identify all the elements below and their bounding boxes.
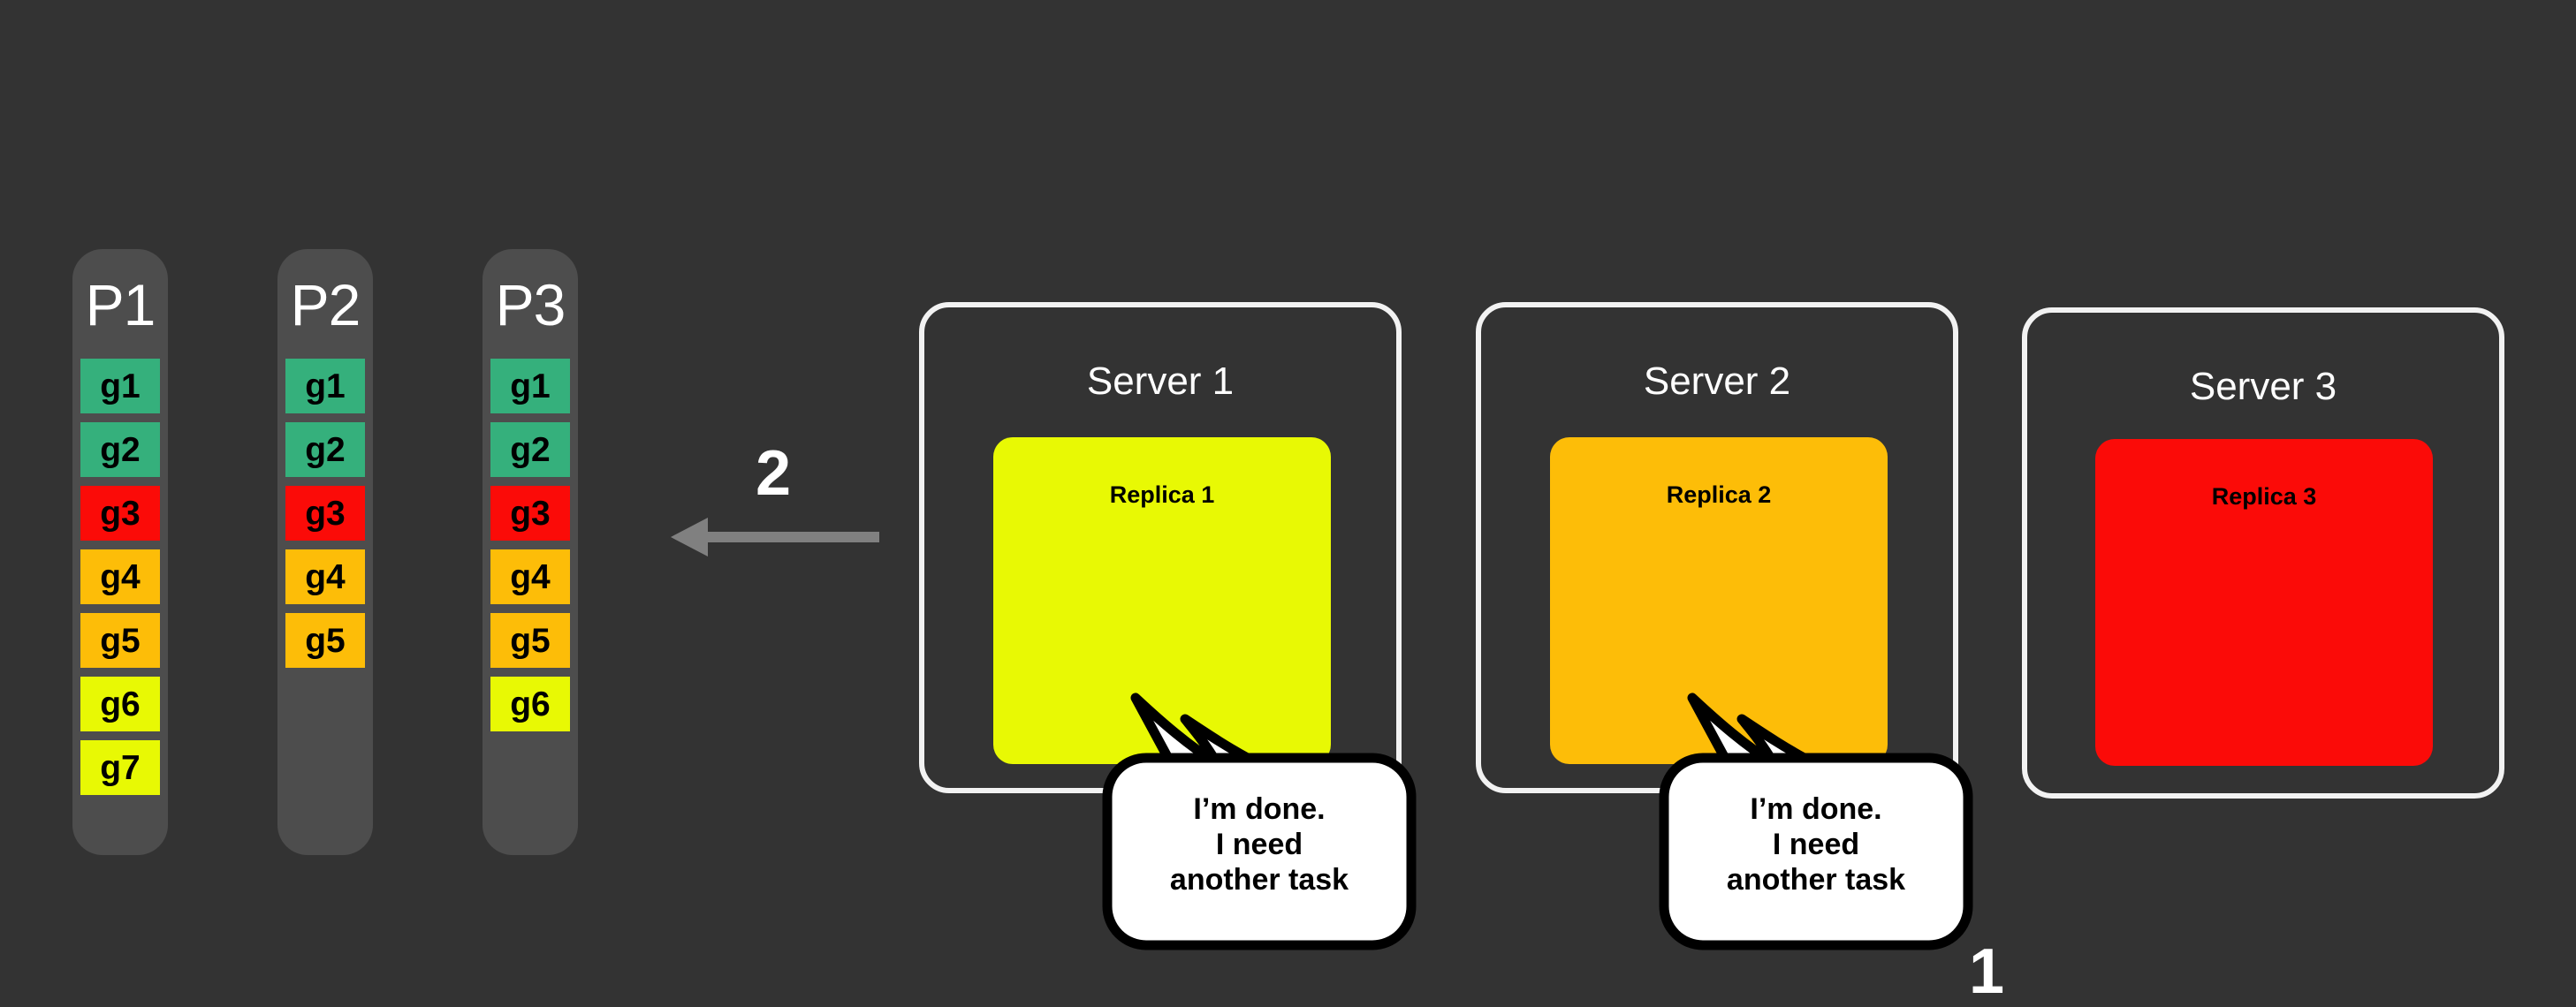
group-block[interactable]: g3	[80, 486, 160, 541]
group-label: g7	[100, 748, 141, 787]
group-block[interactable]: g6	[490, 677, 570, 731]
partition-column-p1: P1 g1 g2 g3 g4 g5 g6 g7	[72, 249, 168, 855]
group-label: g5	[100, 621, 141, 660]
flow-arrow	[667, 512, 879, 562]
group-label: g1	[305, 367, 346, 405]
group-block[interactable]: g7	[80, 740, 160, 795]
group-block[interactable]: g3	[285, 486, 365, 541]
server-title: Server 1	[1086, 360, 1235, 403]
group-block[interactable]: g5	[285, 613, 365, 668]
replica-label: Replica 2	[1666, 481, 1772, 508]
group-label: g5	[510, 621, 551, 660]
step-number-two: 2	[756, 438, 792, 509]
group-label: g3	[305, 494, 346, 533]
group-label: g1	[510, 367, 551, 405]
group-label: g2	[510, 430, 551, 469]
group-block[interactable]: g1	[80, 359, 160, 413]
group-label: g1	[100, 367, 141, 405]
speech-bubble-2: I’m done. I need another task	[1657, 687, 1975, 952]
partition-column-p2: P2 g1 g2 g3 g4 g5	[277, 249, 373, 855]
group-label: g3	[100, 494, 141, 533]
group-stack: g1 g2 g3 g4 g5 g6 g7	[72, 359, 168, 795]
server-title: Server 2	[1643, 360, 1791, 403]
group-stack: g1 g2 g3 g4 g5	[277, 359, 373, 668]
step-number-one: 1	[1969, 936, 2005, 1007]
replica-label: Replica 1	[1109, 481, 1215, 508]
group-label: g2	[100, 430, 141, 469]
speech-bubble-shape	[1659, 693, 1973, 950]
group-block[interactable]: g1	[285, 359, 365, 413]
group-block[interactable]: g4	[80, 549, 160, 604]
group-label: g2	[305, 430, 346, 469]
group-label: g4	[305, 557, 346, 596]
group-label: g4	[100, 557, 141, 596]
group-block[interactable]: g3	[490, 486, 570, 541]
group-block[interactable]: g2	[285, 422, 365, 477]
speech-bubble-text: I’m done. I need another task	[1169, 792, 1349, 897]
arrow-left-icon	[671, 518, 879, 556]
group-block[interactable]: g4	[490, 549, 570, 604]
group-block[interactable]: g5	[490, 613, 570, 668]
partition-title: P1	[85, 272, 156, 337]
group-block[interactable]: g1	[490, 359, 570, 413]
partition-title: P3	[495, 272, 566, 337]
speech-bubble-text: I’m done. I need another task	[1726, 792, 1906, 897]
group-block[interactable]: g4	[285, 549, 365, 604]
replica-box-1[interactable]: Replica 1	[993, 437, 1331, 764]
group-block[interactable]: g2	[80, 422, 160, 477]
group-stack: g1 g2 g3 g4 g5 g6	[483, 359, 578, 731]
partition-title: P2	[290, 272, 361, 337]
replica-box-3[interactable]: Replica 3	[2095, 439, 2433, 766]
speech-bubble-shape	[1102, 693, 1417, 950]
group-block[interactable]: g5	[80, 613, 160, 668]
speech-bubble-1: I’m done. I need another task	[1100, 687, 1418, 952]
group-block[interactable]: g2	[490, 422, 570, 477]
group-label: g4	[510, 557, 551, 596]
group-label: g6	[100, 685, 141, 723]
partition-column-p3: P3 g1 g2 g3 g4 g5 g6	[483, 249, 578, 855]
server-title: Server 3	[2189, 365, 2337, 408]
group-label: g5	[305, 621, 346, 660]
group-block[interactable]: g6	[80, 677, 160, 731]
replica-box-2[interactable]: Replica 2	[1550, 437, 1888, 764]
replica-label: Replica 3	[2211, 483, 2317, 510]
group-label: g3	[510, 494, 551, 533]
group-label: g6	[510, 685, 551, 723]
